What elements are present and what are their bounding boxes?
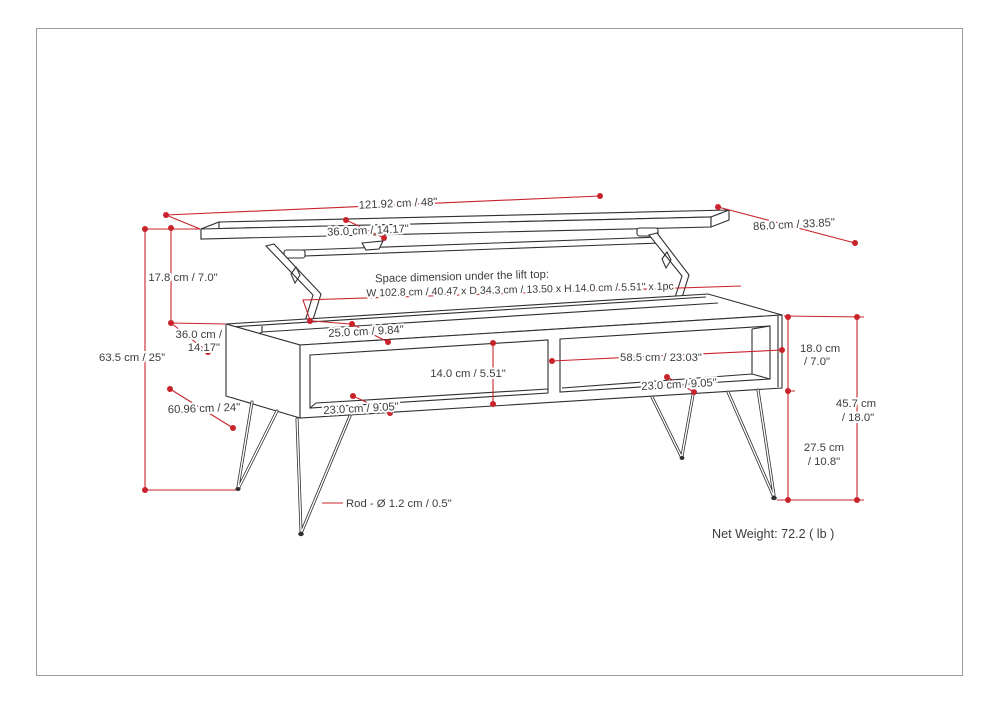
net-weight-label: Net Weight: 72.2 ( lb ) [712,527,834,541]
dim-height-to-base-top-line1: 45.7 cm [836,398,876,410]
rod-diameter-label: Rod - Ø 1.2 cm / 0.5" [346,498,452,510]
dim-ledge-depth-line2: 14.17" [188,342,220,354]
dim-leg-clearance-line1: 27.5 cm [804,442,844,454]
leg-front-right [726,388,777,501]
leg-back-right [650,393,695,460]
dim-right-shelf-width-label: 58.5 cm / 23.03" [620,352,702,364]
dim-overall-width-label: 121.92 cm / 48" [358,196,437,211]
hairpin-legs [235,388,777,537]
dim-base-height-line2: / 7.0" [804,356,830,368]
dim-top-front-depth-label: 36.0 cm / 14.17" [327,223,409,239]
dim-shelf-opening-height-label: 14.0 cm / 5.51" [430,368,506,380]
dimension-annotations [144,195,865,504]
base-cabinet [225,293,783,419]
dim-lift-height-label: 17.8 cm / 7.0" [148,272,217,284]
dim-height-to-base-top-line2: / 18.0" [842,412,874,424]
furniture-drawing [200,209,783,537]
dimension-dots [142,193,860,503]
leg-back-left [235,400,279,491]
dim-ledge-depth-line1: 36.0 cm / [176,329,223,341]
dim-total-height-label: 63.5 cm / 25” [99,352,165,364]
lift-top-panel [200,209,730,240]
leg-front-left [295,414,352,537]
dim-base-depth-label: 60.96 cm / 24" [168,402,241,417]
dim-base-height-line1: 18.0 cm [800,343,840,355]
dim-leg-clearance-line2: / 10.8" [808,456,840,468]
